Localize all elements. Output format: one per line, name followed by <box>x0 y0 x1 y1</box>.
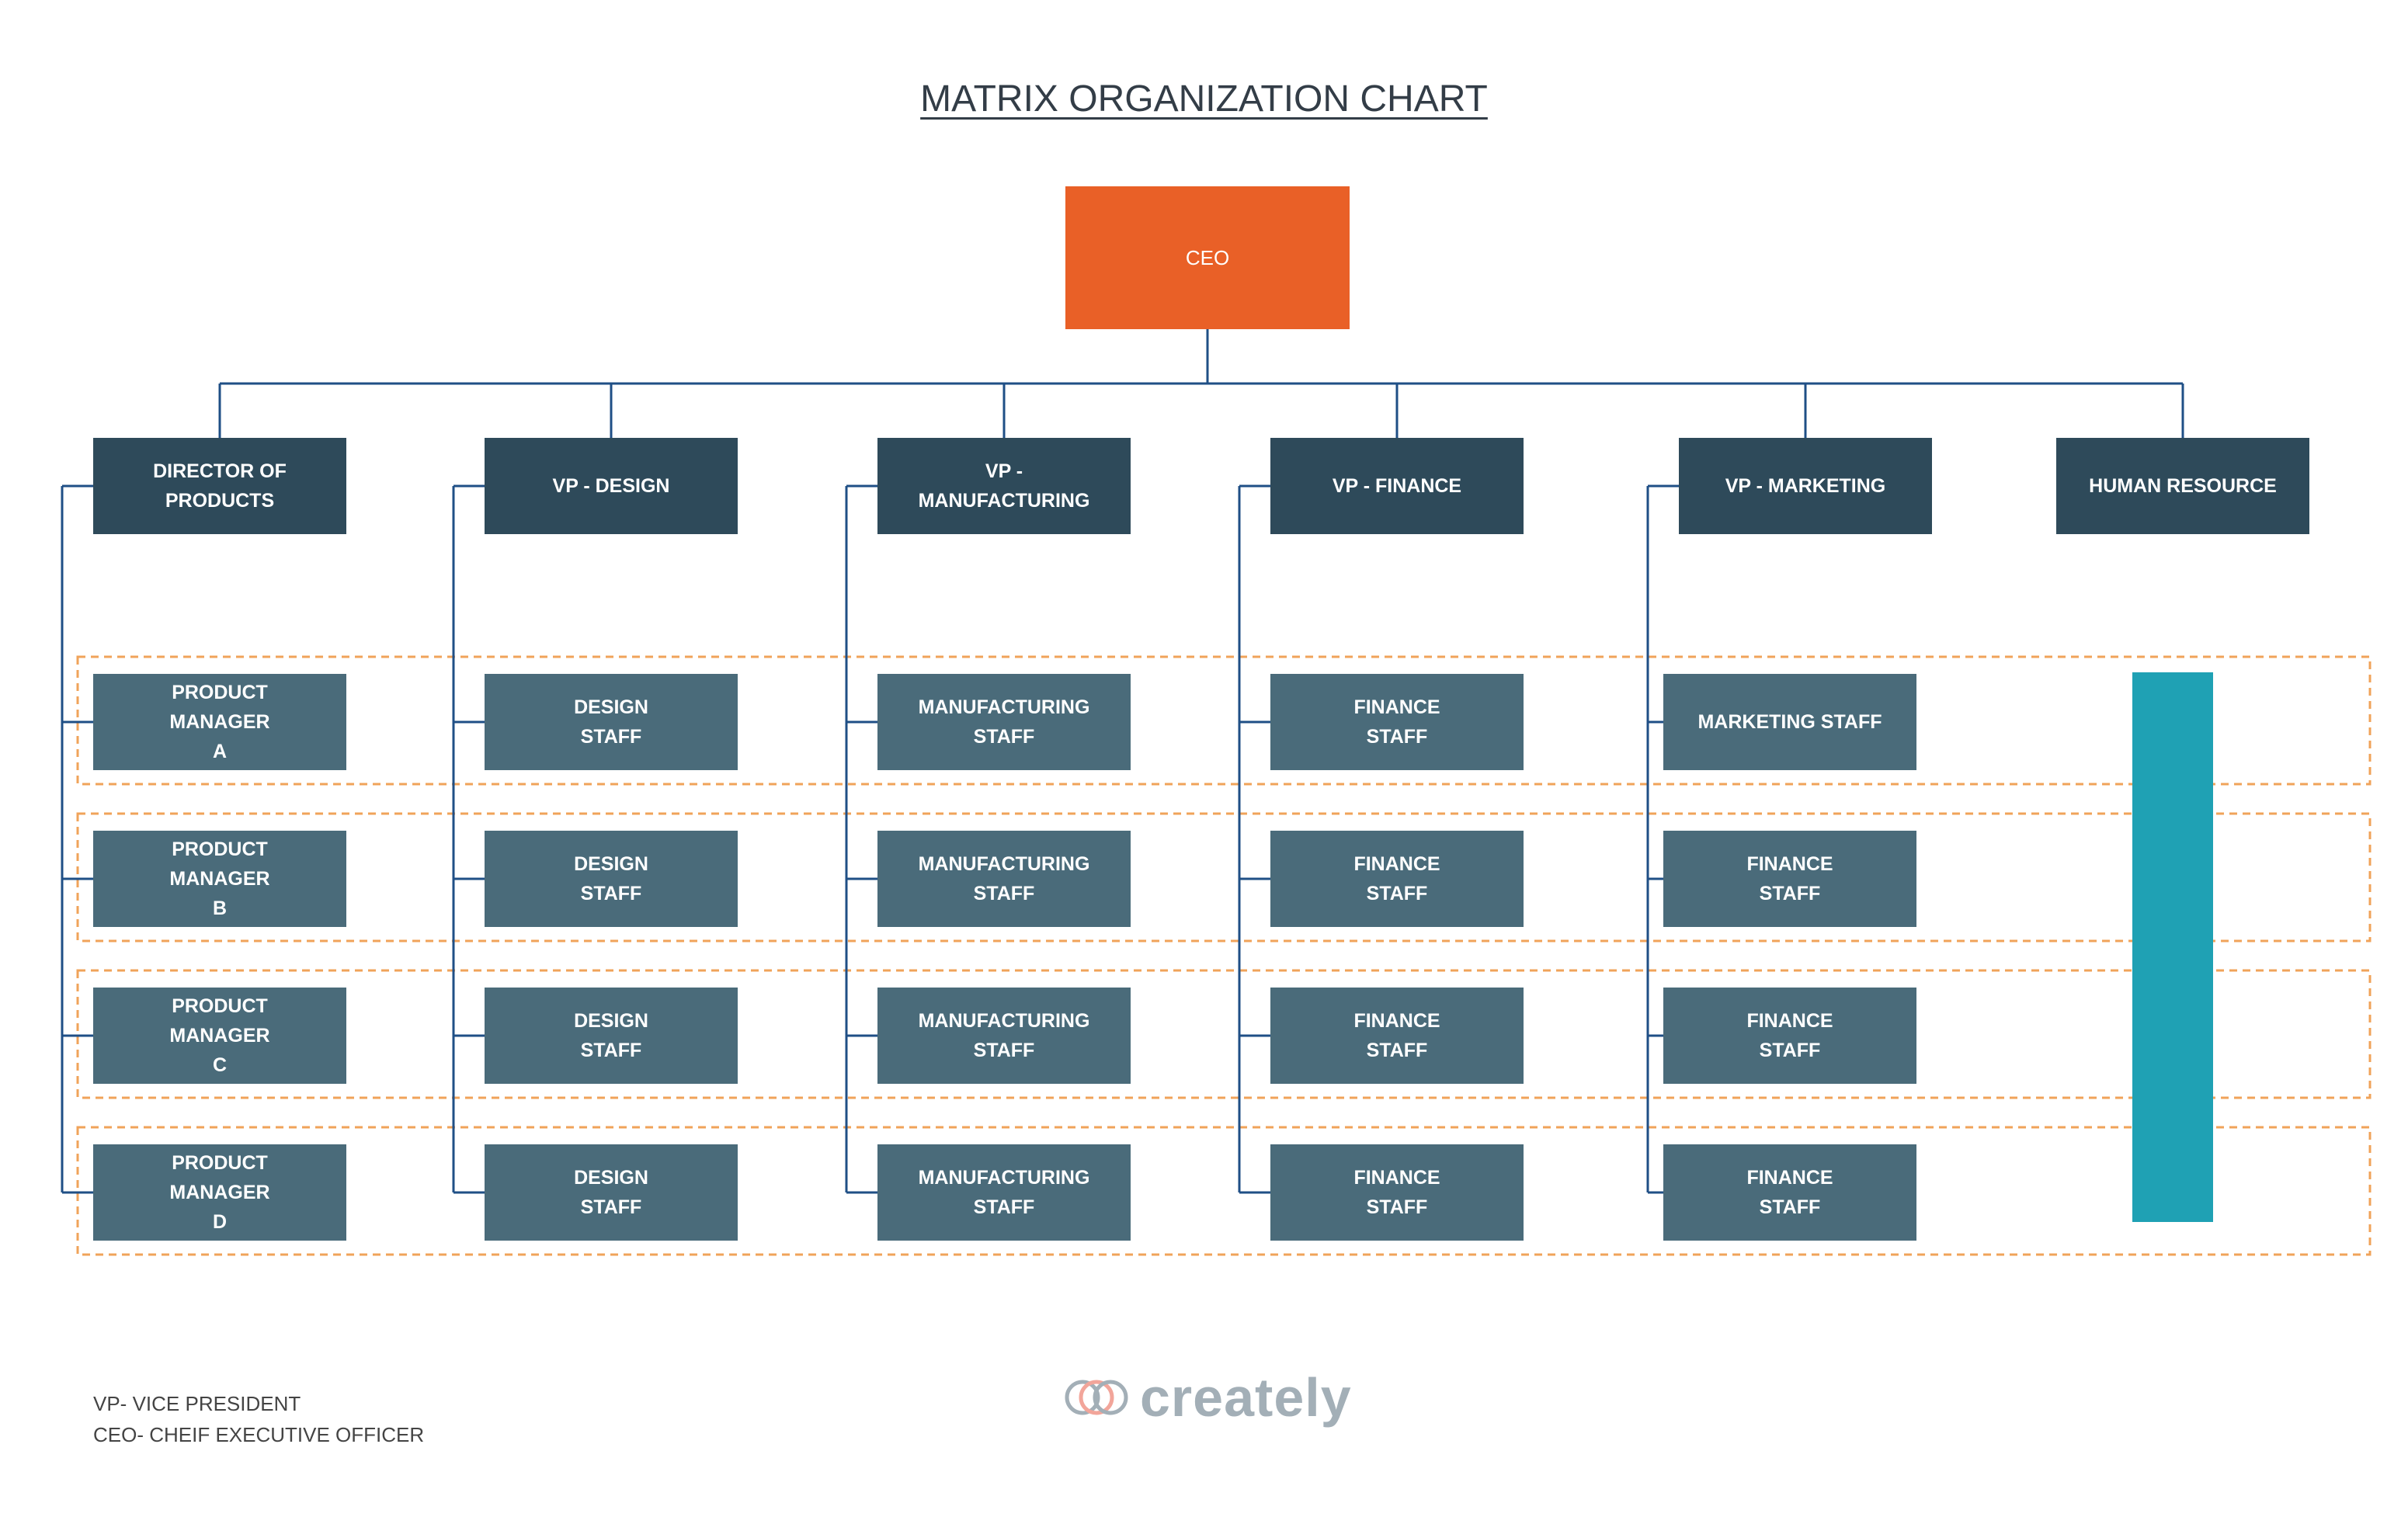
matrix-row-outline-1 <box>76 655 2372 786</box>
creately-logo-icon <box>1065 1380 1128 1415</box>
human-resource-bar <box>2132 672 2213 1222</box>
department-head-5[interactable]: VP - MARKETING <box>1679 438 1932 534</box>
matrix-row-outline-2 <box>76 812 2372 942</box>
staff-box[interactable]: MARKETING STAFF <box>1663 674 1916 770</box>
legend: VP- VICE PRESIDENT CEO- CHEIF EXECUTIVE … <box>93 1388 424 1450</box>
department-head-3[interactable]: VP -MANUFACTURING <box>877 438 1131 534</box>
department-head-4[interactable]: VP - FINANCE <box>1270 438 1524 534</box>
chart-title: MATRIX ORGANIZATION CHART <box>920 78 1488 120</box>
department-head-6[interactable]: HUMAN RESOURCE <box>2056 438 2309 534</box>
legend-item-ceo: CEO- CHEIF EXECUTIVE OFFICER <box>93 1423 425 1446</box>
creately-logo: creately <box>1062 1366 1373 1428</box>
legend-item-vp: VP- VICE PRESIDENT <box>93 1392 301 1415</box>
matrix-row-outline-3 <box>76 969 2372 1099</box>
department-head-2[interactable]: VP - DESIGN <box>485 438 738 534</box>
creately-logo-text: creately <box>1140 1367 1352 1428</box>
ceo-box[interactable]: CEO <box>1065 186 1350 329</box>
matrix-row-outline-4 <box>76 1126 2372 1256</box>
